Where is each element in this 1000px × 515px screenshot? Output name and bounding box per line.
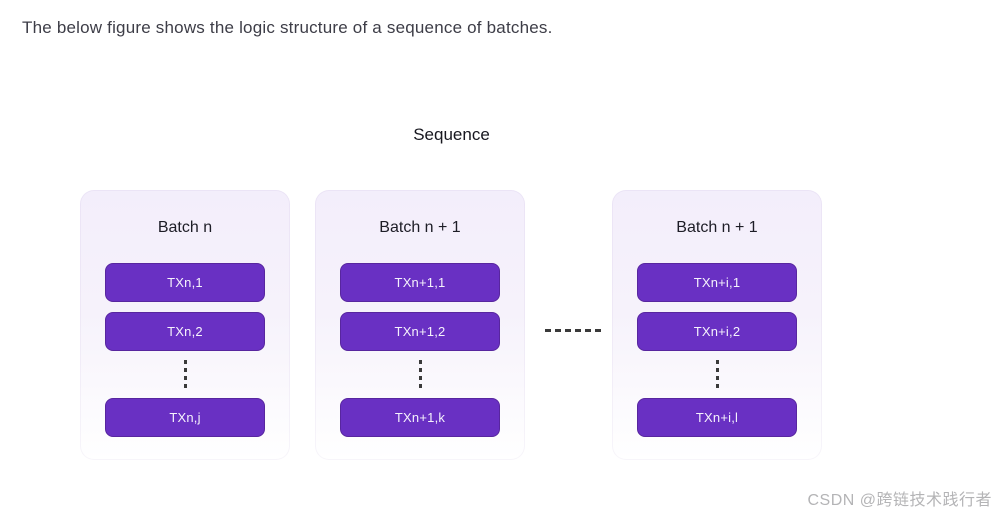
vertical-ellipsis-icon (418, 360, 422, 390)
batch-title: Batch n + 1 (676, 219, 758, 236)
tx-box: TXn,1 (105, 263, 265, 302)
batch-card-n-plus-1: Batch n + 1 TXn+1,1 TXn+1,2 TXn+1,k (315, 190, 525, 460)
figure-caption: The below figure shows the logic structu… (22, 18, 553, 37)
vertical-ellipsis-icon (715, 360, 719, 390)
vertical-ellipsis-icon (183, 360, 187, 390)
batch-title: Batch n (157, 219, 213, 236)
tx-box: TXn+i,l (637, 398, 797, 437)
tx-box: TXn+1,k (340, 398, 500, 437)
sequence-continuation-dashes (545, 329, 601, 332)
tx-box: TXn+1,2 (340, 312, 500, 351)
batch-card-n: Batch n TXn,1 TXn,2 TXn,j (80, 190, 290, 460)
tx-box: TXn,2 (105, 312, 265, 351)
diagram-title: Sequence (413, 125, 490, 144)
tx-box: TXn+i,1 (637, 263, 797, 302)
csdn-watermark: CSDN @跨链技术践行者 (807, 492, 992, 509)
tx-box: TXn+1,1 (340, 263, 500, 302)
tx-box: TXn,j (105, 398, 265, 437)
tx-box: TXn+i,2 (637, 312, 797, 351)
batch-card-n-plus-i: Batch n + 1 TXn+i,1 TXn+i,2 TXn+i,l (612, 190, 822, 460)
batch-title: Batch n + 1 (379, 219, 461, 236)
